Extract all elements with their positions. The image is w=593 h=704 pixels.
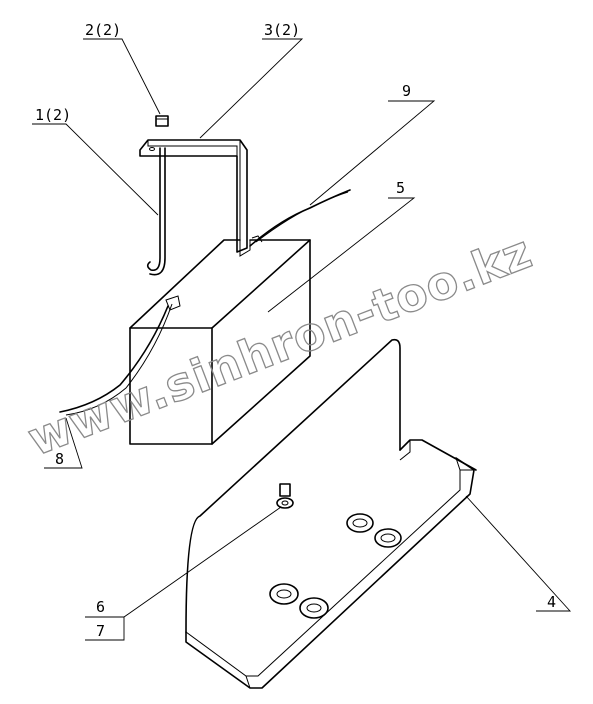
label-item-2: 2(2): [85, 21, 121, 39]
part-9-cable: [249, 189, 351, 247]
watermark-text: www.sinhron-too.kz: [21, 224, 540, 466]
part-1-hook-bolt: [146, 147, 166, 276]
part-6-7-screw-washer: [276, 483, 294, 509]
label-item-1: 1(2): [35, 106, 71, 124]
label-item-6: 6: [96, 598, 105, 616]
leader-lines: [32, 38, 572, 641]
label-item-8: 8: [55, 450, 64, 468]
label-item-3: 3(2): [264, 21, 300, 39]
part-8-cable: [59, 295, 181, 416]
label-item-7: 7: [96, 622, 105, 640]
label-item-5: 5: [396, 179, 405, 197]
part-4-tray: [185, 338, 477, 689]
part-5-battery-box: [129, 235, 311, 445]
part-3-clamp-bracket: [139, 139, 248, 253]
part-2-nut: [155, 115, 169, 127]
label-item-9: 9: [402, 82, 411, 100]
label-item-4: 4: [547, 593, 556, 611]
